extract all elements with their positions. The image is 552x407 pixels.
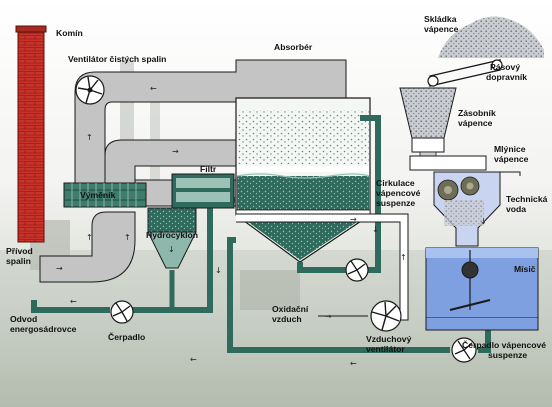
- label-conveyor-1: Pásový: [490, 62, 520, 72]
- labels: Komín Ventilátor čistých spalin Absorbér…: [6, 14, 548, 360]
- gypsum-pump: [110, 300, 134, 324]
- label-limestone-dump-2: vápence: [424, 24, 459, 34]
- arrow-right-1: →: [172, 147, 179, 156]
- label-heat-exchanger: Výměník: [80, 190, 116, 200]
- label-process-water-2: voda: [506, 204, 526, 214]
- limestone-pile: [438, 16, 544, 58]
- label-air-blower-2: ventilátor: [366, 344, 405, 354]
- label-oxidation-air-2: vzduch: [272, 314, 302, 324]
- recirculation-pump: [345, 258, 369, 282]
- label-mill-1: Mlýnice: [494, 144, 526, 154]
- label-slurry-pump-1: Čerpadlo vápencové: [462, 339, 546, 350]
- label-mixer: Mísič: [514, 264, 536, 274]
- label-hopper-2: vápence: [458, 118, 493, 128]
- label-oxidation-air-1: Oxidační: [272, 304, 309, 314]
- arrow-up-4: ↑: [400, 253, 407, 262]
- limestone-mill: [409, 155, 521, 247]
- conveyor-belt: [427, 59, 503, 87]
- label-air-blower-1: Vzduchový: [366, 334, 412, 344]
- label-filter: Filtr: [200, 164, 217, 174]
- label-recirculation-1: Cirkulace: [376, 178, 415, 188]
- label-recirculation-2: vápencové: [376, 188, 421, 198]
- arrow-down-1: ↓: [372, 225, 379, 234]
- arrow-down-3: ↓: [168, 245, 175, 254]
- arrow-left-4: ←: [70, 297, 77, 306]
- air-blower: [370, 300, 402, 332]
- arrow-left-2: ←: [350, 359, 357, 368]
- label-limestone-dump-1: Skládka: [424, 14, 457, 24]
- label-chimney: Komín: [56, 28, 83, 38]
- label-hopper-1: Zásobník: [458, 108, 496, 118]
- label-flue-gas-inlet-2: spalin: [6, 256, 31, 266]
- arrow-right-2: →: [56, 264, 63, 273]
- clean-gas-fan: [75, 75, 105, 105]
- label-gypsum-outlet-1: Odvod: [10, 314, 37, 324]
- label-recirculation-3: suspenze: [376, 198, 415, 208]
- arrow-down-2: ↓: [215, 266, 222, 275]
- mixer-tank: [425, 247, 539, 331]
- arrow-right-4: →: [350, 215, 357, 224]
- heat-exchanger: [63, 182, 147, 208]
- label-pump: Čerpadlo: [108, 331, 145, 342]
- label-flue-gas-inlet-1: Přívod: [6, 246, 33, 256]
- arrow-up-2: ↑: [86, 233, 93, 242]
- label-absorber: Absorbér: [274, 42, 313, 52]
- label-process-water-1: Technická: [506, 194, 548, 204]
- filter: [171, 173, 235, 209]
- slurry-pump: [451, 337, 477, 363]
- label-hydrocyclone: Hydrocyklon: [146, 230, 198, 240]
- label-clean-gas-fan: Ventilátor čistých spalin: [68, 54, 166, 64]
- label-conveyor-2: dopravník: [486, 72, 527, 82]
- chimney: [15, 25, 47, 243]
- arrow-left-1: ←: [150, 84, 157, 93]
- arrow-up-1: ↑: [86, 133, 93, 142]
- arrow-left-3: ←: [190, 355, 197, 364]
- limestone-hopper: [399, 87, 457, 165]
- label-mill-2: vápence: [494, 154, 529, 164]
- label-slurry-pump-2: suspenze: [488, 350, 527, 360]
- label-gypsum-outlet-2: energosádrovce: [10, 324, 77, 334]
- arrow-right-3: →: [325, 312, 332, 321]
- arrow-up-3: ↑: [124, 233, 131, 242]
- arrow-down-4: ↓: [480, 217, 487, 226]
- flow-arrows: ← → ↑ ↑ ↑ → ↓ ↓ ↓ ← ← ↑ → ← → ↓: [56, 84, 487, 368]
